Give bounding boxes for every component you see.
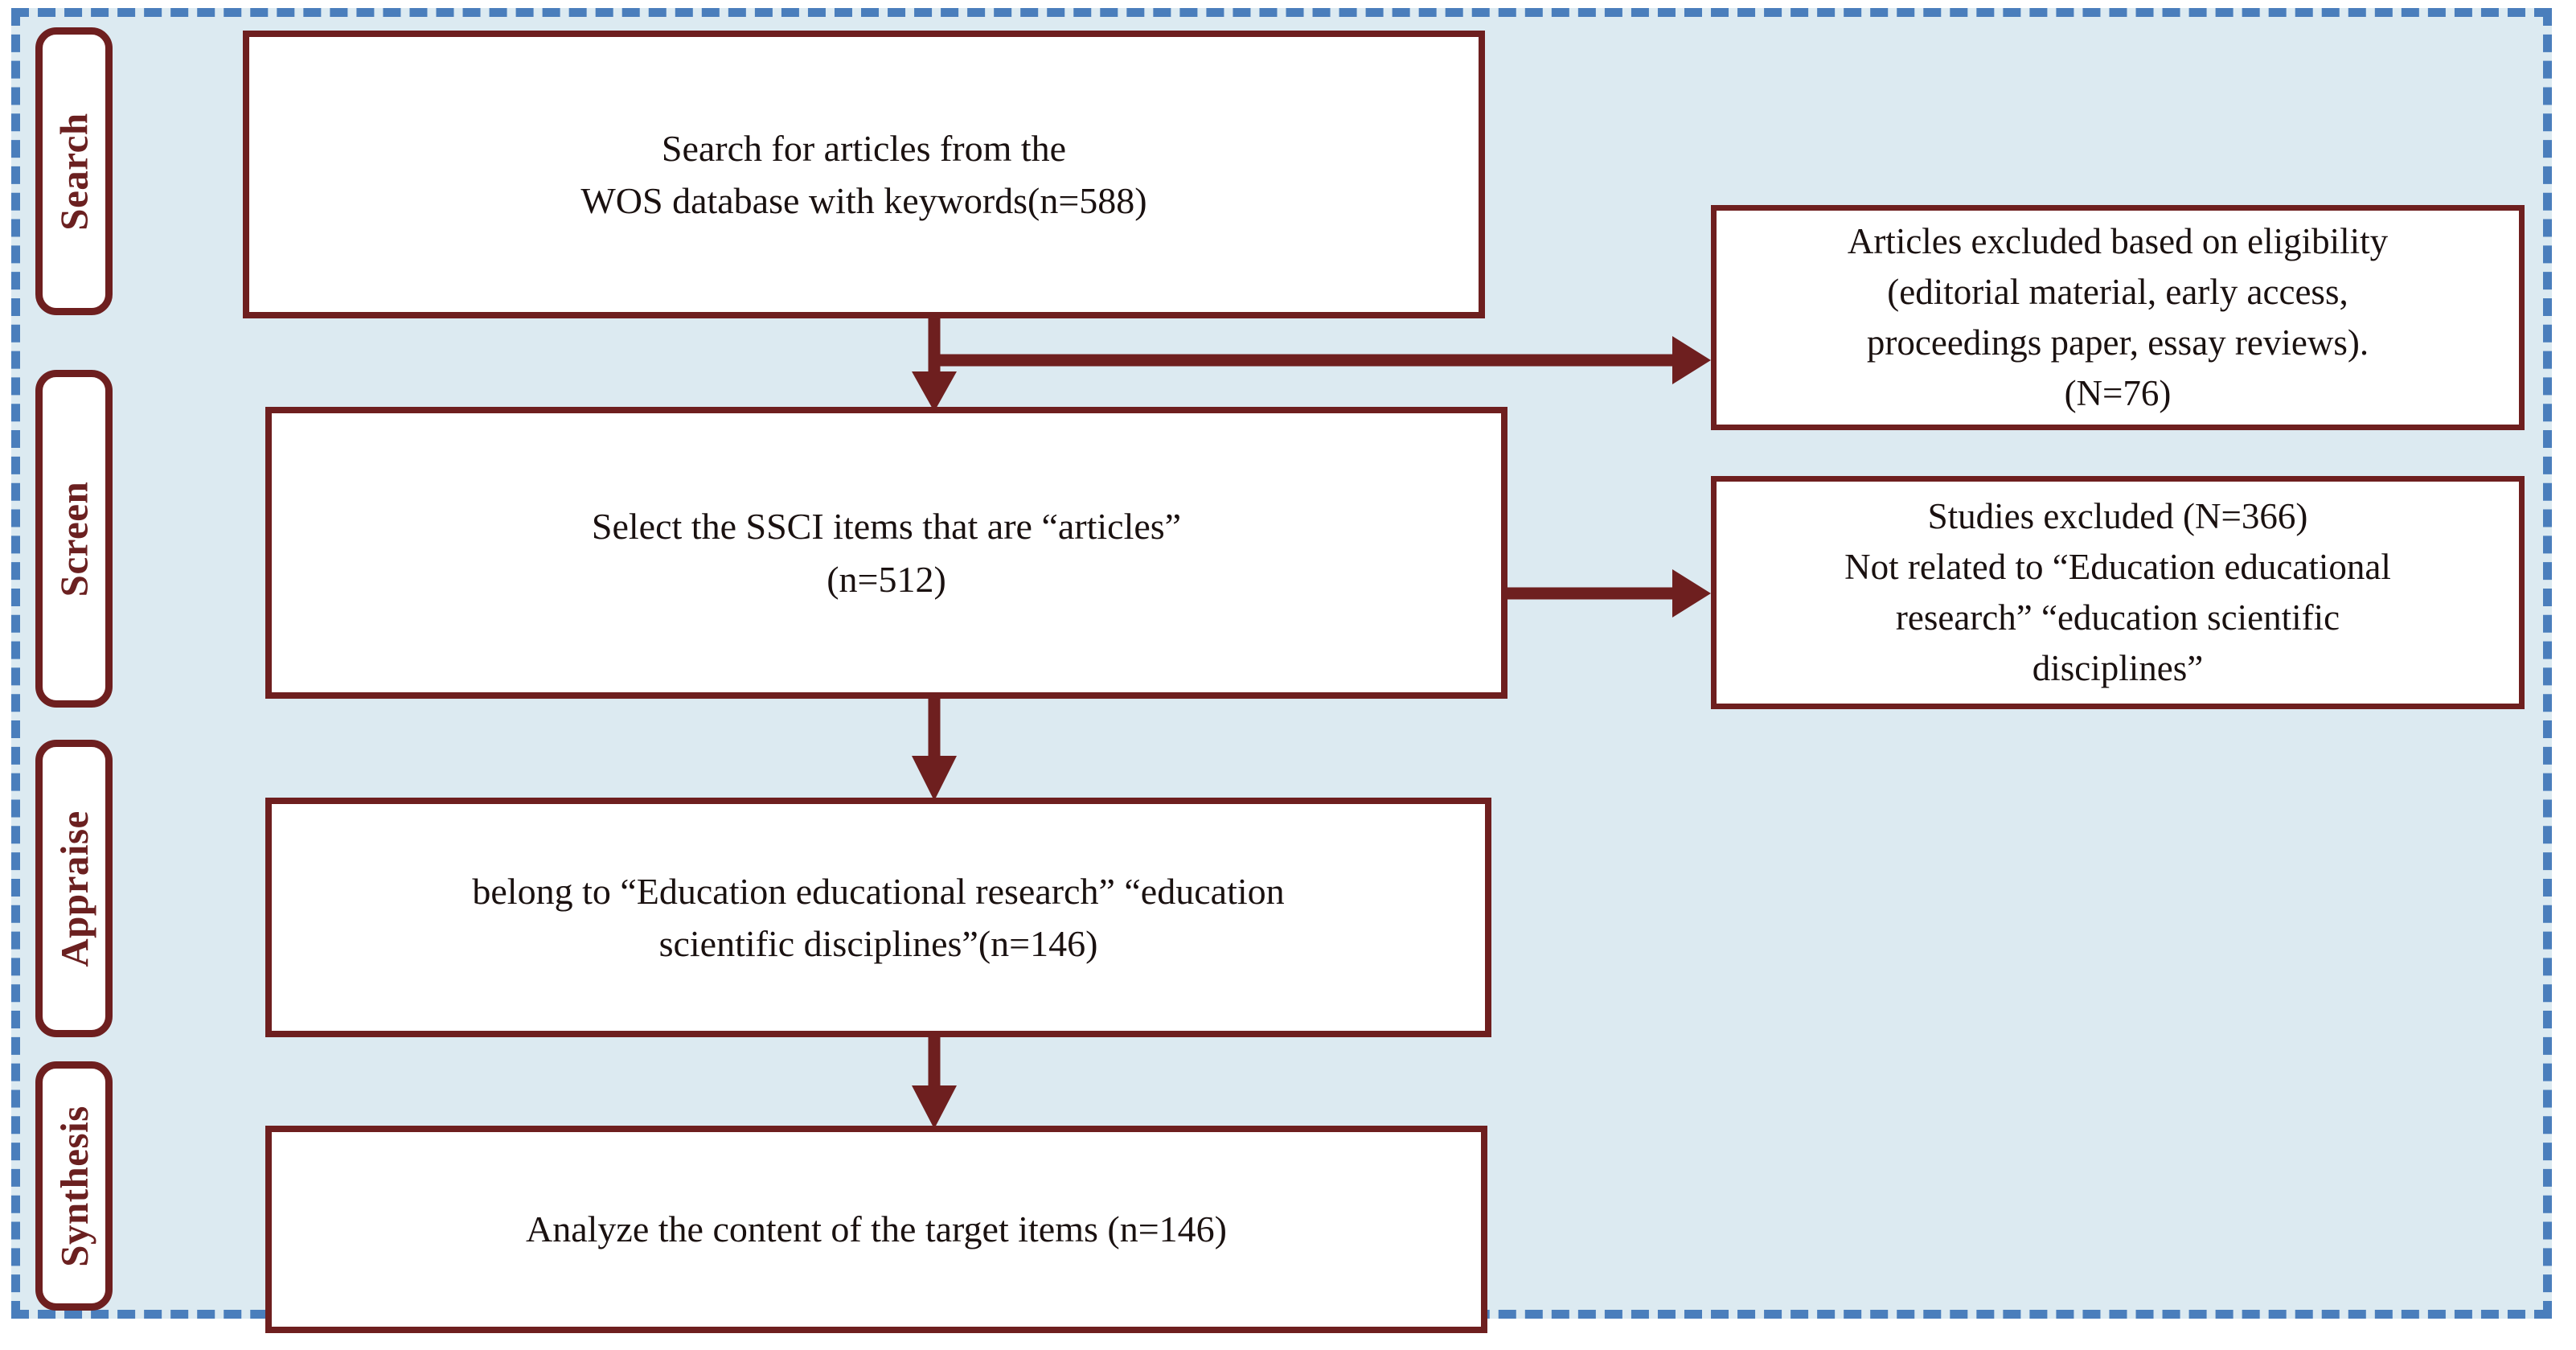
stage-pill-synthesis: Synthesis <box>35 1061 113 1311</box>
exclusion-box-eligibility-text: Articles excluded based on eligibility (… <box>1847 221 2389 413</box>
flow-box-search: Search for articles from the WOS databas… <box>243 31 1485 318</box>
stage-label-screen: Screen <box>51 481 96 597</box>
flow-box-screen-text: Select the SSCI items that are “articles… <box>591 506 1182 600</box>
exclusion-box-topic: Studies excluded (N=366) Not related to … <box>1711 476 2525 709</box>
exclusion-box-topic-text: Studies excluded (N=366) Not related to … <box>1844 496 2391 688</box>
stage-pill-screen: Screen <box>35 370 113 708</box>
stage-pill-search: Search <box>35 27 113 315</box>
stage-label-synthesis: Synthesis <box>51 1105 96 1267</box>
flow-box-synthesis-text: Analyze the content of the target items … <box>526 1208 1227 1250</box>
stage-label-search: Search <box>51 112 96 231</box>
flow-box-synthesis: Analyze the content of the target items … <box>265 1126 1487 1333</box>
flow-box-appraise-text: belong to “Education educational researc… <box>472 870 1285 964</box>
stage-label-appraise: Appraise <box>51 810 96 967</box>
flow-box-appraise: belong to “Education educational researc… <box>265 798 1491 1037</box>
stage-pill-appraise: Appraise <box>35 740 113 1037</box>
flow-box-search-text: Search for articles from the WOS databas… <box>580 127 1147 221</box>
exclusion-box-eligibility: Articles excluded based on eligibility (… <box>1711 205 2525 430</box>
flow-box-screen: Select the SSCI items that are “articles… <box>265 407 1507 699</box>
